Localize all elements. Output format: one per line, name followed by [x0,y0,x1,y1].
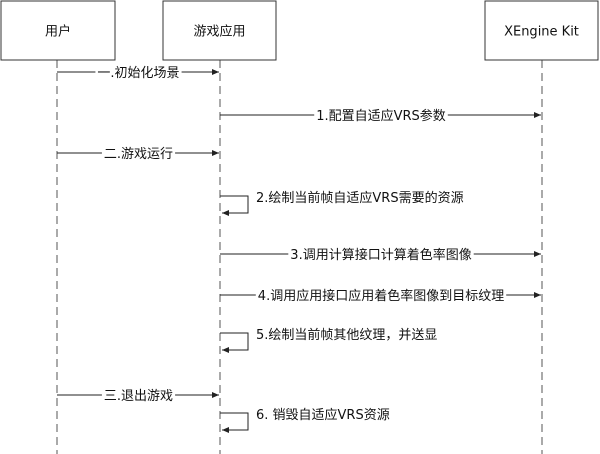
message-label: 5.绘制当前帧其他纹理，并送显 [256,327,437,343]
message-label: 2.绘制当前帧自适应VRS需要的资源 [256,190,464,206]
self-message-arrow [220,195,249,216]
label-background [101,150,176,156]
message-label: 6. 销毁自适应VRS资源 [256,407,390,423]
participant-box [162,0,277,61]
label-background [288,251,474,257]
label-background [255,292,507,298]
label-background [314,112,448,118]
participant-box [0,0,116,61]
message-label: 4.调用应用接口应用着色率图像到目标纹理 [258,288,504,304]
participant-label: 游戏应用 [193,24,245,40]
participant-label: XEngine Kit [504,25,579,40]
message-label: 3.调用计算接口计算着色率图像 [290,247,471,263]
message-label: 1.配置自适应VRS参数 [316,108,446,124]
label-background [95,69,182,75]
self-message-arrow [220,412,249,433]
participant-box [484,0,599,61]
message-label: 二.游戏运行 [104,147,173,162]
message-label: 一.初始化场景 [97,66,179,81]
label-background [101,392,176,398]
participant-label: 用户 [45,24,71,40]
message-label: 三.退出游戏 [104,389,173,404]
self-message-arrow [220,332,249,353]
